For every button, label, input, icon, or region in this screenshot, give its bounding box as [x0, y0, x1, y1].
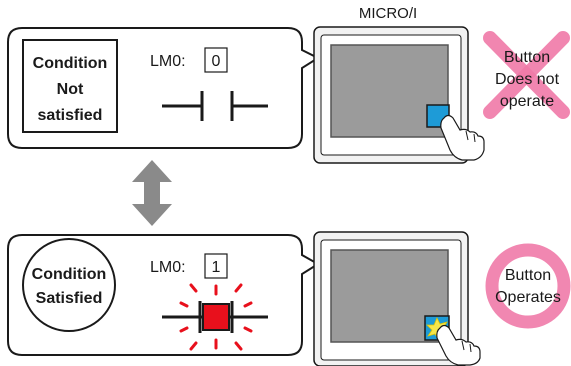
bottom-condition-circle — [22, 238, 116, 332]
top-lm-value-box — [204, 47, 228, 73]
top-condition-line-3: satisfied — [38, 107, 103, 124]
x-mark-stroke-2 — [483, 31, 570, 119]
bottom-lm-label: LM0: — [150, 259, 186, 276]
top-result-line-1: Button — [504, 49, 550, 66]
bottom-contact-symbol — [162, 301, 268, 333]
top-contact-symbol — [162, 91, 268, 121]
bottom-condition-line-1: Condition — [32, 266, 107, 283]
bottom-device — [313, 231, 481, 366]
top-result-line-2: Does not — [495, 71, 560, 88]
device-label: MICRO/I — [359, 5, 417, 22]
top-lm-label: LM0: — [150, 53, 186, 70]
bottom-result-line-1: Button — [505, 267, 551, 284]
top-lm-value: 0 — [212, 53, 221, 70]
bottom-panel: Condition Satisfied LM0: 1 — [7, 234, 320, 356]
double-arrow-icon — [132, 160, 172, 226]
top-condition-box — [22, 39, 118, 133]
top-result-line-3: operate — [500, 93, 554, 110]
top-result: Button Does not operate — [483, 31, 570, 119]
bottom-lm-value-box — [204, 253, 228, 279]
bottom-lm-value: 1 — [212, 259, 221, 276]
top-condition-line-1: Condition — [33, 55, 108, 72]
o-mark-icon — [485, 243, 571, 329]
bottom-finger-icon — [436, 324, 481, 366]
top-panel: Condition Not satisfied LM0: 0 — [7, 27, 321, 149]
bottom-result-line-2: Operates — [495, 289, 561, 306]
top-device — [313, 26, 485, 164]
bottom-result: Button Operates — [485, 243, 571, 329]
bottom-contact-glow — [179, 283, 253, 351]
top-finger-icon — [440, 114, 485, 161]
bottom-condition-line-2: Satisfied — [36, 290, 103, 307]
top-condition-line-2: Not — [57, 81, 84, 98]
